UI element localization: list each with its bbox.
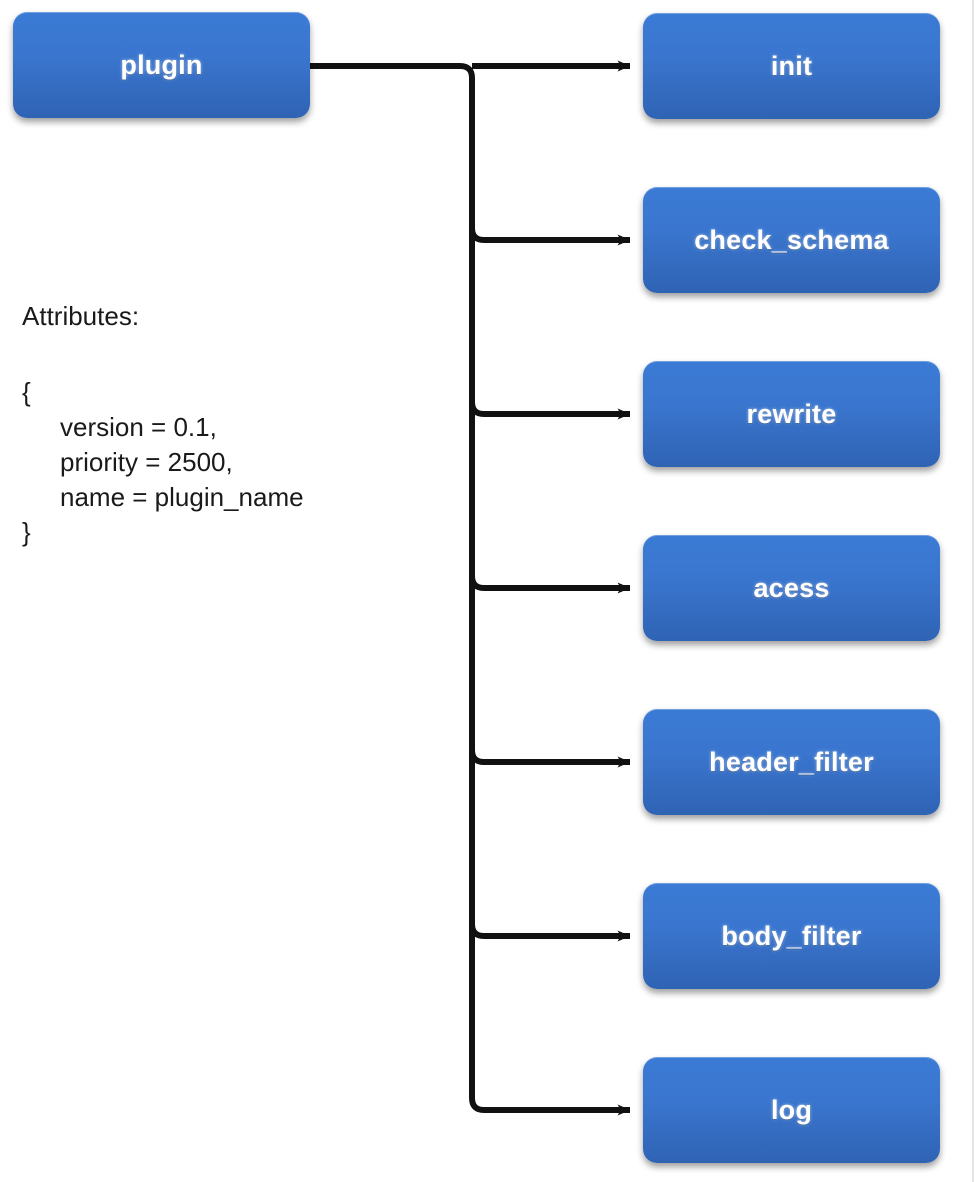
attributes-panel: Attributes: { version = 0.1, priority = …	[22, 303, 304, 550]
attributes-entry: name = plugin_name	[60, 482, 304, 513]
edge-to-check-schema	[469, 227, 631, 246]
node-rewrite-label: rewrite	[746, 398, 837, 429]
node-rewrite[interactable]: rewrite	[643, 361, 940, 467]
attributes-open-brace: {	[22, 377, 31, 407]
node-check-schema-label: check_schema	[694, 224, 889, 255]
node-plugin[interactable]: plugin	[13, 12, 310, 118]
node-body-filter[interactable]: body_filter	[643, 883, 940, 989]
node-acess[interactable]: acess	[643, 535, 940, 641]
node-acess-label: acess	[753, 572, 830, 603]
node-init[interactable]: init	[643, 13, 940, 119]
attributes-close-brace: }	[22, 517, 31, 548]
node-plugin-label: plugin	[120, 49, 203, 80]
node-log-label: log	[770, 1094, 813, 1125]
edge-to-body-filter	[469, 923, 631, 942]
edge-to-log	[469, 1097, 631, 1116]
edge-to-acess	[469, 575, 631, 594]
attributes-entry: version = 0.1,	[60, 412, 217, 443]
edge-trunk	[459, 63, 475, 1098]
node-header-filter-label: header_filter	[709, 746, 874, 777]
edge-to-header-filter	[469, 749, 631, 768]
attributes-entry: priority = 2500,	[60, 447, 233, 478]
node-log[interactable]: log	[643, 1057, 940, 1163]
attributes-title: Attributes:	[22, 301, 140, 331]
node-init-label: init	[770, 50, 813, 81]
node-header-filter[interactable]: header_filter	[643, 709, 940, 815]
edge-to-rewrite	[469, 401, 631, 420]
attributes-entry-list: version = 0.1, priority = 2500, name = p…	[22, 410, 304, 515]
node-body-filter-label: body_filter	[721, 920, 862, 951]
node-check-schema[interactable]: check_schema	[643, 187, 940, 293]
